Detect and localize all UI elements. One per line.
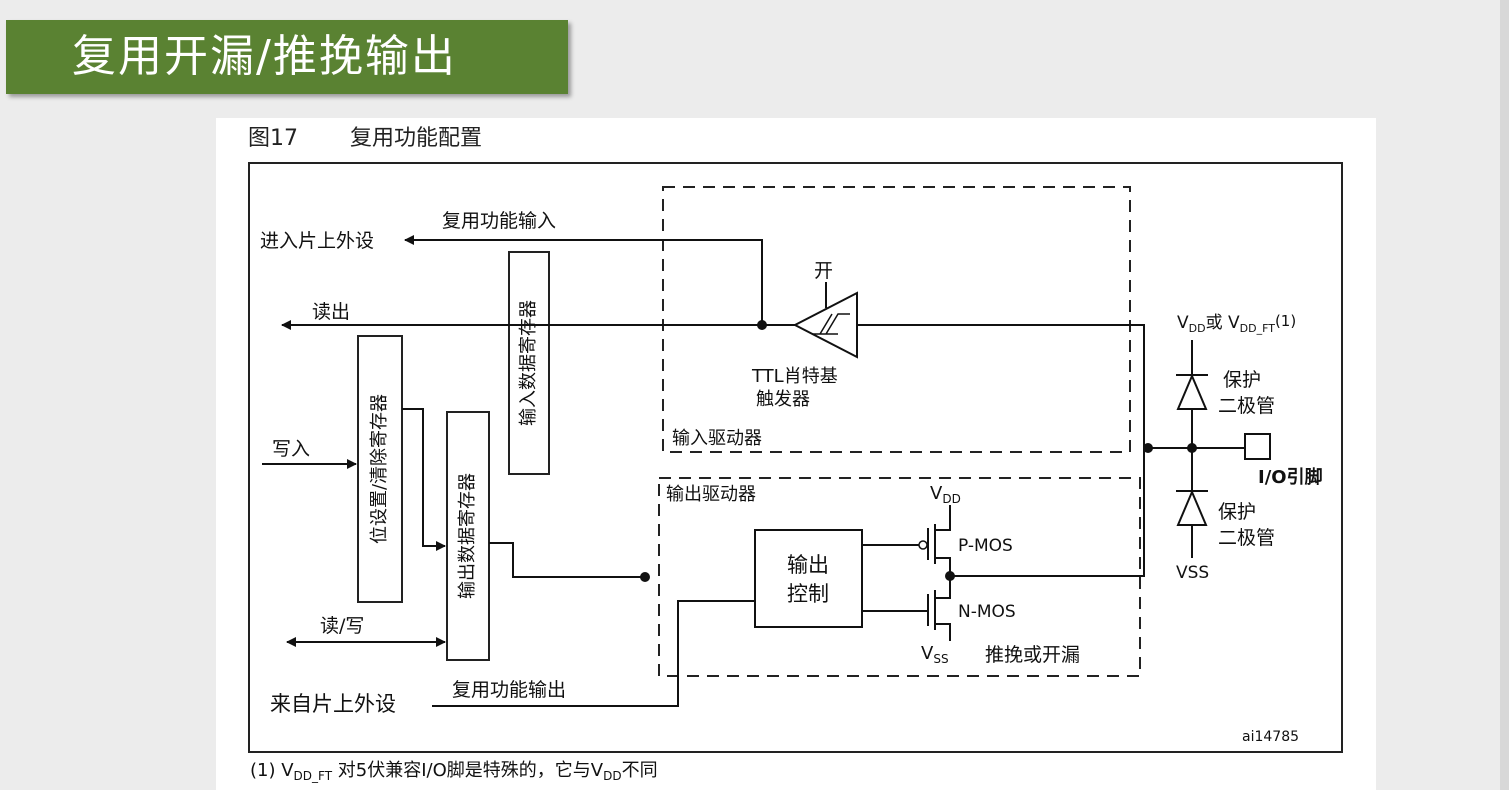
figure-caption: 图17 复用功能配置 — [248, 124, 482, 154]
bsrr-register-label: 位设置/清除寄存器 — [369, 394, 390, 544]
hysteresis-icon — [812, 313, 850, 335]
footnote: (1) VDD_FT 对5伏兼容I/O脚是特殊的，它与VDD不同 — [250, 760, 658, 783]
protect-diode-2b-label: 二极管 — [1218, 527, 1275, 549]
input-data-register-label: 输入数据寄存器 — [518, 300, 539, 426]
from-peripheral-label: 来自片上外设 — [270, 692, 396, 716]
vdd-or-vddft-label: VDD或 VDD_FT(1) — [1177, 312, 1296, 335]
odr-output-line — [489, 542, 645, 578]
protect-diode-2a-label: 保护 — [1218, 501, 1256, 523]
vdd-label: VDD — [930, 483, 961, 506]
input-bus-line — [857, 324, 1145, 448]
input-driver-label: 输入驱动器 — [672, 428, 762, 449]
bus-junction-dot-1 — [1143, 443, 1153, 453]
af-input-label: 复用功能输入 — [442, 210, 556, 232]
vss-rail-label: VSS — [1176, 563, 1209, 583]
title-banner: 复用开漏/推挽输出 — [6, 20, 568, 94]
af-input-line — [404, 235, 763, 325]
ttl-label-line2: 触发器 — [756, 389, 810, 410]
to-peripheral-label: 进入片上外设 — [260, 230, 374, 252]
output-control-line1: 输出 — [787, 553, 829, 577]
io-pin-square — [1244, 433, 1271, 460]
nmos-drain — [935, 592, 951, 599]
nmos-label: N-MOS — [958, 602, 1016, 622]
output-control-line2: 控制 — [787, 582, 829, 606]
protect-diode-upper — [1176, 373, 1208, 410]
figure-title: 复用功能配置 — [350, 126, 483, 151]
output-control-box — [754, 529, 863, 628]
slide-title: 复用开漏/推挽输出 — [72, 31, 457, 82]
read-write-label: 读/写 — [320, 615, 364, 637]
input-driver-box — [662, 186, 1131, 453]
write-in-label: 写入 — [272, 438, 310, 460]
switch-label: 开 — [814, 260, 833, 282]
odr-junction-dot — [640, 572, 650, 582]
bsrr-register — [357, 335, 403, 603]
bsrr-to-odr-line — [402, 408, 446, 551]
read-out-label: 读出 — [312, 301, 350, 323]
figure-panel — [216, 118, 1376, 790]
io-pin-label: I/O引脚 — [1258, 467, 1323, 488]
pushpull-od-label: 推挽或开漏 — [985, 644, 1080, 666]
ttl-label-line1: TTL肖特基 — [751, 366, 838, 387]
af-output-label: 复用功能输出 — [452, 679, 566, 701]
figure-number: 图17 — [248, 126, 298, 151]
protect-diode-1b-label: 二极管 — [1218, 395, 1275, 417]
output-driver-label: 输出驱动器 — [666, 484, 756, 505]
window-edge — [1500, 0, 1509, 790]
pmos-source — [935, 505, 951, 531]
nmos-source — [935, 623, 951, 641]
pmos-gate-bubble — [918, 540, 928, 550]
pmos-label: P-MOS — [958, 536, 1013, 556]
output-bus-line — [950, 448, 1145, 577]
figure-id: ai14785 — [1242, 729, 1299, 745]
af-output-line — [432, 600, 755, 707]
input-data-register — [508, 251, 550, 475]
output-data-register — [446, 411, 490, 661]
protect-diode-1a-label: 保护 — [1223, 369, 1261, 391]
read-junction-dot — [757, 320, 767, 330]
vss-label: VSS — [921, 643, 949, 666]
protect-diode-lower — [1176, 489, 1208, 526]
output-data-register-label: 输出数据寄存器 — [457, 473, 478, 599]
diagram-frame — [248, 162, 1343, 753]
